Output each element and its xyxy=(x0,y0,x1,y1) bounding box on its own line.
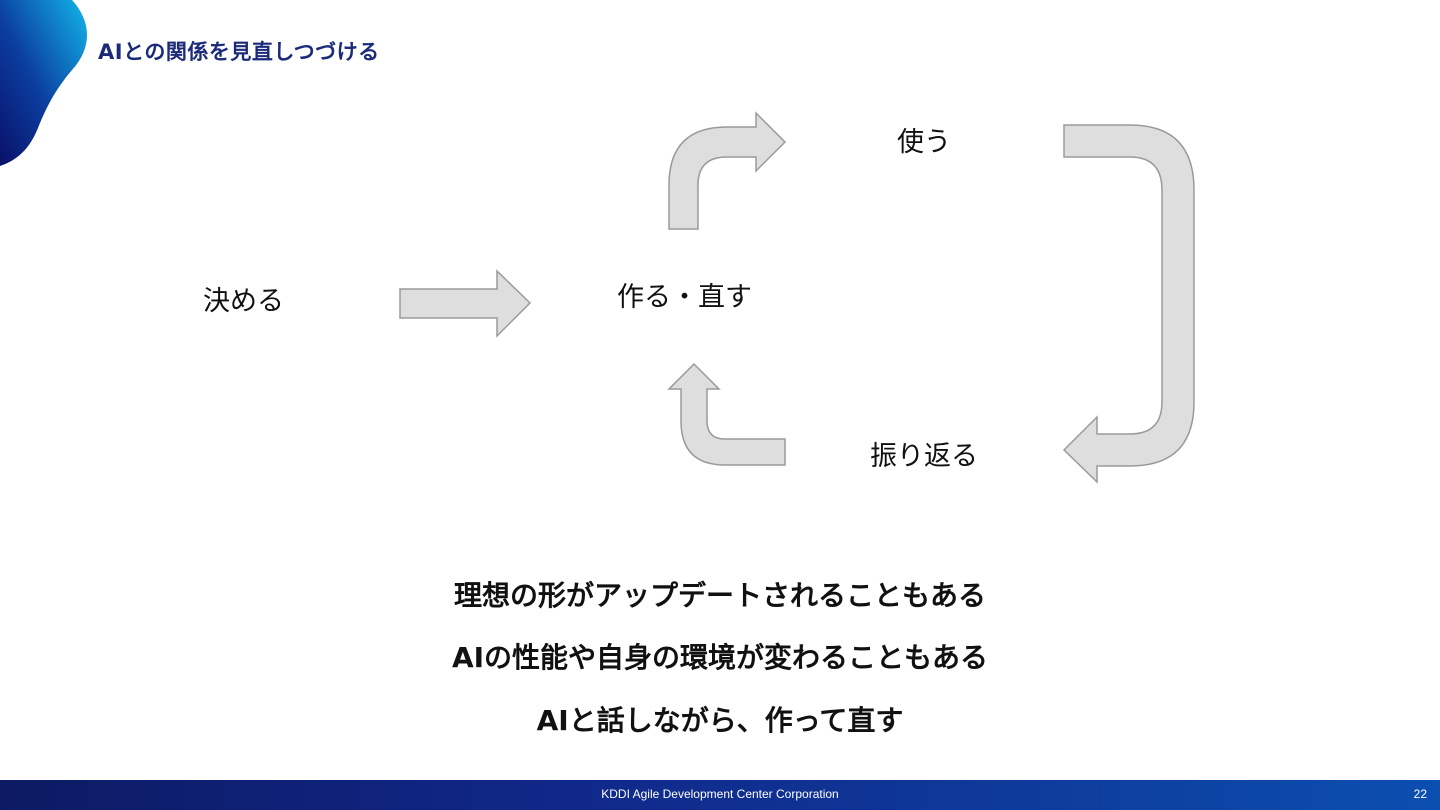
arrow-right-icon xyxy=(399,269,532,338)
cycle-step-use: 使う xyxy=(897,127,951,158)
arrow-up-right-icon xyxy=(668,111,787,230)
arrow-u-turn-icon xyxy=(1062,124,1195,484)
brand-corner-icon xyxy=(0,0,87,166)
footer-bar: KDDI Agile Development Center Corporatio… xyxy=(0,780,1440,810)
slide-title: AIとの関係を見直しつづける xyxy=(98,40,380,64)
footer-company: KDDI Agile Development Center Corporatio… xyxy=(601,787,839,801)
cycle-step-reflect: 振り返る xyxy=(870,441,978,472)
cycle-step-decide: 決める xyxy=(203,286,284,317)
page-number: 22 xyxy=(1413,787,1427,801)
statement-ideal-update: 理想の形がアップデートされることもある xyxy=(453,579,986,612)
arrow-left-up-icon xyxy=(667,362,786,466)
cycle-step-make-fix: 作る・直す xyxy=(617,282,752,313)
statement-environment-change: AIの性能や自身の環境が変わることもある xyxy=(451,641,989,674)
statement-talk-with-ai: AIと話しながら、作って直す xyxy=(536,704,904,737)
